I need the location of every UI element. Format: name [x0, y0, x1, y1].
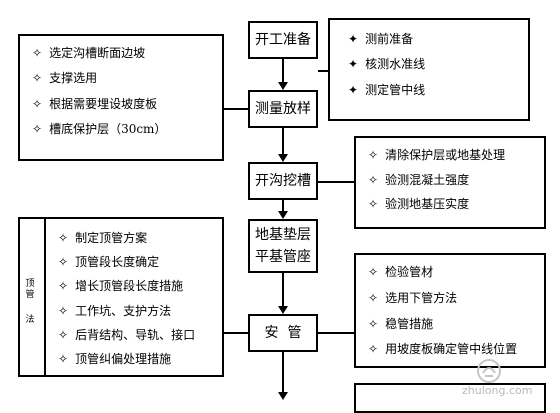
- right-bottom-box: ✧检验管材 ✧选用下管方法 ✧稳管措施 ✧用坡度板确定管中线位置: [354, 253, 546, 368]
- list-item: ✦测前准备: [348, 31, 414, 47]
- divider: [44, 219, 46, 375]
- arrow-down-icon: [278, 211, 288, 219]
- list-item: ✧选定沟槽断面边坡: [32, 45, 146, 61]
- diamond-icon: ✧: [368, 341, 379, 356]
- arrow-down-icon: [278, 392, 288, 400]
- list-item: ✦核测水准线: [348, 56, 426, 72]
- diamond-icon: ✧: [368, 316, 379, 331]
- list-item: ✧验测混凝土强度: [368, 172, 470, 188]
- list-item: ✧顶管纠偏处理措施: [58, 351, 172, 367]
- step-foundation-bedding: 地基垫层 平基管座: [248, 219, 318, 273]
- watermark-logo-icon: [476, 358, 502, 384]
- arrow-down-icon: [278, 82, 288, 90]
- side-label-bottom: 法: [25, 315, 35, 325]
- list-item: ✧增长顶管段长度措施: [58, 278, 184, 294]
- list-item: ✧工作坑、支护方法: [58, 303, 172, 319]
- diamond-icon: ✧: [32, 45, 43, 60]
- diamond-icon: ✧: [58, 230, 69, 245]
- connector-line: [318, 332, 354, 334]
- connector-line: [318, 181, 354, 183]
- connector-line: [282, 59, 284, 82]
- connector-line: [282, 352, 284, 392]
- arrow-down-icon: [278, 154, 288, 162]
- star-icon: ✦: [348, 56, 359, 71]
- diamond-icon: ✧: [58, 278, 69, 293]
- right-middle-box: ✧清除保护层或地基处理 ✧验测混凝土强度 ✧验测地基压实度: [354, 136, 546, 229]
- diamond-icon: ✧: [32, 96, 43, 111]
- diamond-icon: ✧: [368, 264, 379, 279]
- list-item: ✧稳管措施: [368, 316, 434, 332]
- connector-line: [282, 128, 284, 154]
- list-item: ✧顶管段长度确定: [58, 254, 160, 270]
- list-item: ✧清除保护层或地基处理: [368, 147, 506, 163]
- list-item: ✧根据需要埋设坡度板: [32, 96, 158, 112]
- step-survey-layout: 测量放样: [248, 90, 318, 128]
- connector-line: [282, 200, 284, 211]
- list-item: ✧支撑选用: [32, 70, 98, 86]
- list-item: ✧后背结构、导轨、接口: [58, 327, 196, 343]
- step-start-prep: 开工准备: [248, 21, 318, 59]
- connector-line: [282, 273, 284, 306]
- diamond-icon: ✧: [368, 172, 379, 187]
- left-top-box: ✧选定沟槽断面边坡 ✧支撑选用 ✧根据需要埋设坡度板 ✧槽底保护层（30cm）: [18, 34, 224, 161]
- diamond-icon: ✧: [58, 351, 69, 366]
- diamond-icon: ✧: [58, 303, 69, 318]
- diamond-icon: ✧: [32, 70, 43, 85]
- list-item: ✦测定管中线: [348, 82, 426, 98]
- list-item: ✧槽底保护层（30cm）: [32, 121, 167, 137]
- right-top-box: ✦测前准备 ✦核测水准线 ✦测定管中线: [328, 18, 530, 121]
- list-item: ✧验测地基压实度: [368, 196, 470, 212]
- star-icon: ✦: [348, 82, 359, 97]
- connector-line: [224, 108, 248, 110]
- side-label-top: 顶管: [25, 279, 35, 300]
- step-trench-excavation: 开沟挖槽: [248, 162, 318, 200]
- diamond-icon: ✧: [368, 147, 379, 162]
- diamond-icon: ✧: [368, 196, 379, 211]
- star-icon: ✦: [348, 31, 359, 46]
- diamond-icon: ✧: [32, 121, 43, 136]
- connector-line: [318, 70, 328, 72]
- list-item: ✧检验管材: [368, 264, 434, 280]
- list-item: ✧用坡度板确定管中线位置: [368, 341, 518, 357]
- diamond-icon: ✧: [58, 327, 69, 342]
- connector-line: [224, 332, 248, 334]
- step-pipe-laying: 安 管: [248, 314, 318, 352]
- arrow-down-icon: [278, 306, 288, 314]
- left-bottom-box: 顶管 法 ✧制定顶管方案 ✧顶管段长度确定 ✧增长顶管段长度措施 ✧工作坑、支护…: [18, 217, 224, 377]
- diamond-icon: ✧: [58, 254, 69, 269]
- list-item: ✧选用下管方法: [368, 290, 458, 306]
- list-item: ✧制定顶管方案: [58, 230, 148, 246]
- watermark-text: zhulong.com: [462, 384, 533, 397]
- diamond-icon: ✧: [368, 290, 379, 305]
